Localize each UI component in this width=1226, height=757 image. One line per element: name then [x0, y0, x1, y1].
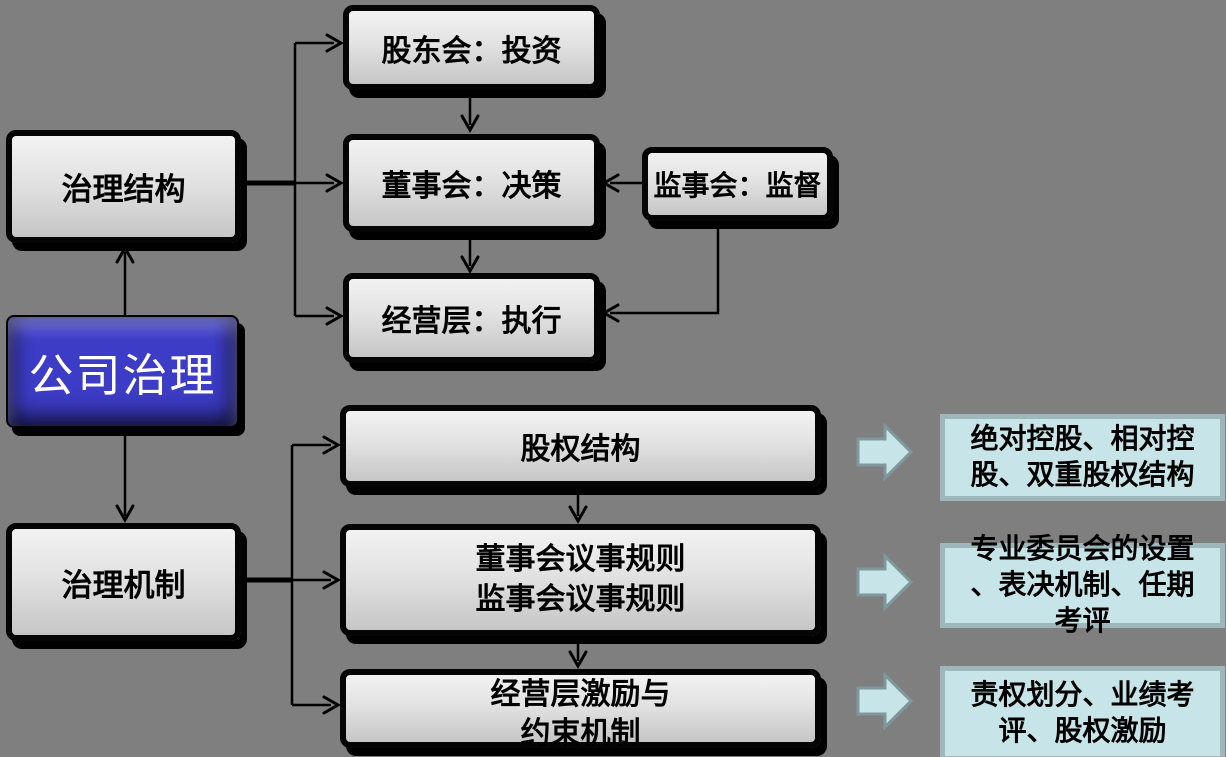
node-corporate-governance-root: 公司治理	[6, 315, 239, 428]
connector-mechanism-tree	[241, 435, 342, 715]
node-label: 董事会议事规则 监事会议事规则	[475, 543, 686, 616]
outcome-label: 责权划分、业绩考 评、股权激励	[970, 679, 1195, 747]
node-governance-mechanism: 治理机制	[6, 523, 241, 641]
node-label: 公司治理	[28, 351, 217, 401]
node-board-of-directors: 董事会：决策	[343, 134, 600, 232]
block-arrow-icon	[856, 422, 914, 482]
outcome-committee-setup: 专业委员会的设置 、表决机制、任期 考评	[940, 534, 1225, 637]
node-incentive-constraint: 经营层激励与 约束机制	[340, 669, 821, 750]
node-label: 治理机制	[61, 567, 186, 603]
outcome-label: 专业委员会的设置 、表决机制、任期 考评	[970, 533, 1195, 637]
node-label: 监事会：监督	[653, 171, 822, 202]
node-supervisory-board: 监事会：监督	[642, 147, 833, 221]
connector-root-links	[115, 244, 135, 524]
node-label: 股权结构	[520, 433, 641, 466]
node-shareholders-meeting: 股东会：投资	[343, 5, 600, 90]
node-governance-structure: 治理结构	[6, 130, 241, 243]
outcome-label: 绝对控股、相对控 股、双重股权结构	[970, 423, 1195, 491]
block-arrow-icon	[856, 671, 914, 731]
node-management-team: 经营层：执行	[343, 273, 600, 363]
connector-flow-top	[460, 89, 480, 275]
node-equity-structure: 股权结构	[340, 405, 821, 487]
outcome-responsibility-incentives: 责权划分、业绩考 评、股权激励	[940, 666, 1225, 757]
node-label: 经营层：执行	[381, 305, 562, 338]
connector-structure-tree	[241, 33, 345, 326]
node-label: 经营层激励与 约束机制	[490, 678, 671, 750]
connector-flow-bottom	[568, 487, 588, 670]
outcome-equity-control-types: 绝对控股、相对控 股、双重股权结构	[940, 414, 1225, 501]
connector-supervisor-links	[600, 173, 720, 323]
node-label: 股东会：投资	[381, 34, 562, 68]
block-arrow-icon	[856, 552, 914, 612]
node-meeting-rules: 董事会议事规则 监事会议事规则	[340, 524, 821, 636]
node-label: 治理结构	[61, 172, 186, 207]
node-label: 董事会：决策	[381, 170, 562, 203]
